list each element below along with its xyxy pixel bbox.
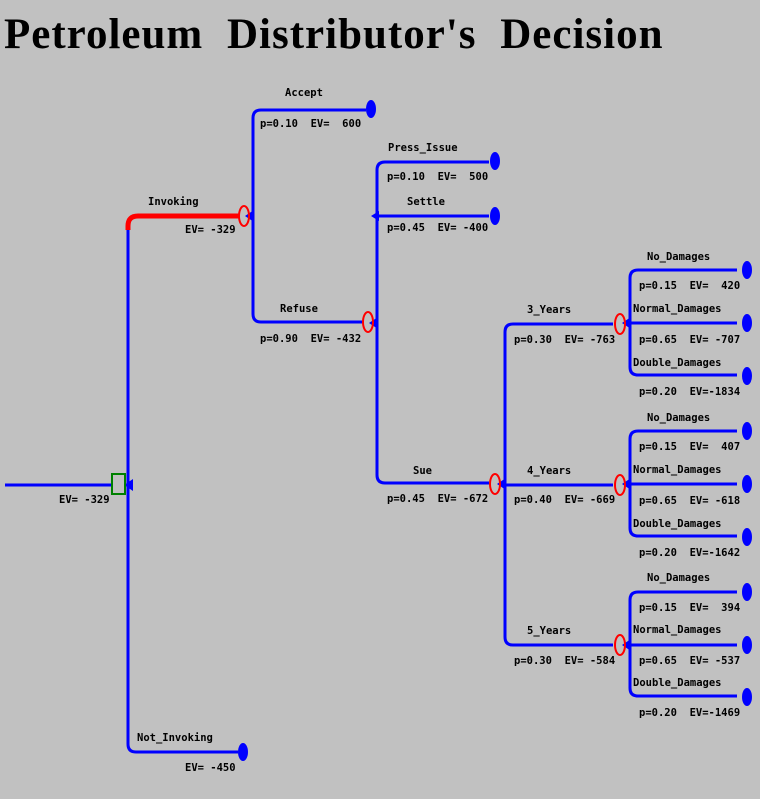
end-node-icon-double-damages-4y [742, 528, 752, 546]
chance-node-icon-sue [489, 473, 501, 495]
branch-label-no-damages-4y: No_Damages [647, 412, 711, 424]
end-node-icon-no-damages-5y [742, 583, 752, 601]
branch-label-double-damages-5y: Double_Damages [633, 677, 722, 689]
end-node-icon-no-damages-4y [742, 422, 752, 440]
branch-label-press-issue: Press_Issue [388, 142, 458, 154]
branch-arrow-icon [371, 211, 379, 221]
prob-ev-5-years: p=0.30 EV= -584 [514, 655, 616, 667]
end-node-icon-normal-damages-4y [742, 475, 752, 493]
ev-label-not-invoking: EV= -450 [185, 762, 236, 774]
prob-ev-double-damages-3y: p=0.20 EV=-1834 [639, 386, 741, 398]
end-node-icon-normal-damages-5y [742, 636, 752, 654]
chance-node-icon-invoking [238, 205, 250, 227]
branch-label-settle: Settle [407, 196, 445, 208]
branch-arrow-icon [497, 478, 506, 490]
branch-arrow-icon [622, 639, 631, 651]
invoking-branch-line [125, 213, 239, 230]
prob-ev-normal-damages-4y: p=0.65 EV= -618 [639, 495, 741, 507]
branch-label-sue: Sue [413, 465, 432, 477]
prob-ev-normal-damages-3y: p=0.65 EV= -707 [639, 334, 741, 346]
root-fork-line [126, 226, 238, 754]
prob-ev-no-damages-5y: p=0.15 EV= 394 [639, 602, 741, 614]
chance-node-icon-5-years [614, 634, 626, 656]
branch-label-normal-damages-4y: Normal_Damages [633, 464, 722, 476]
chance-node-icon-3-years [614, 313, 626, 335]
branch-label-no-damages-3y: No_Damages [647, 251, 711, 263]
prob-ev-refuse: p=0.90 EV= -432 [260, 333, 362, 345]
prob-ev-normal-damages-5y: p=0.65 EV= -537 [639, 655, 741, 667]
end-node-icon-accept [366, 100, 376, 118]
branch-label-refuse: Refuse [280, 303, 318, 315]
branch-label-double-damages-4y: Double_Damages [633, 518, 722, 530]
branch-label-5-years: 5_Years [527, 625, 572, 637]
ev-label-root: EV= -329 [59, 494, 110, 506]
end-node-icon-no-damages-3y [742, 261, 752, 279]
end-node-icon-settle [490, 207, 500, 225]
page-title: Petroleum Distributor's Decision [4, 11, 664, 58]
chance-node-icon-refuse [362, 311, 374, 333]
prob-ev-no-damages-3y: p=0.15 EV= 420 [639, 280, 741, 292]
branch-arrow-icon [622, 478, 631, 490]
end-node-icon-double-damages-5y [742, 688, 752, 706]
prob-ev-3-years: p=0.30 EV= -763 [514, 334, 616, 346]
ev-label-invoking: EV= -329 [185, 224, 236, 236]
branch-arrow-icon [124, 479, 133, 491]
branch-label-no-damages-5y: No_Damages [647, 572, 711, 584]
prob-ev-double-damages-5y: p=0.20 EV=-1469 [639, 707, 741, 719]
chance-node-icon-4-years [614, 474, 626, 496]
branch-label-not-invoking: Not_Invoking [137, 732, 213, 744]
branch-label-4-years: 4_Years [527, 465, 572, 477]
end-node-icon-double-damages-3y [742, 367, 752, 385]
end-node-icon-press-issue [490, 152, 500, 170]
branch-arrow-icon [622, 317, 631, 329]
prob-ev-settle: p=0.45 EV= -400 [387, 222, 489, 234]
branch-label-accept: Accept [285, 87, 323, 99]
prob-ev-no-damages-4y: p=0.15 EV= 407 [639, 441, 741, 453]
branch-label-normal-damages-3y: Normal_Damages [633, 303, 722, 315]
prob-ev-4-years: p=0.40 EV= -669 [514, 494, 616, 506]
prob-ev-accept: p=0.10 EV= 600 [260, 118, 362, 130]
prob-ev-double-damages-4y: p=0.20 EV=-1642 [639, 547, 741, 559]
end-node-icon-normal-damages-3y [742, 314, 752, 332]
decision-node-icon [111, 473, 126, 495]
prob-ev-press-issue: p=0.10 EV= 500 [387, 171, 489, 183]
branch-label-double-damages-3y: Double_Damages [633, 357, 722, 369]
branch-label-3-years: 3_Years [527, 304, 572, 316]
branch-label-normal-damages-5y: Normal_Damages [633, 624, 722, 636]
end-node-icon-not-invoking [238, 743, 248, 761]
branch-label-invoking: Invoking [148, 196, 199, 208]
prob-ev-sue: p=0.45 EV= -672 [387, 493, 489, 505]
